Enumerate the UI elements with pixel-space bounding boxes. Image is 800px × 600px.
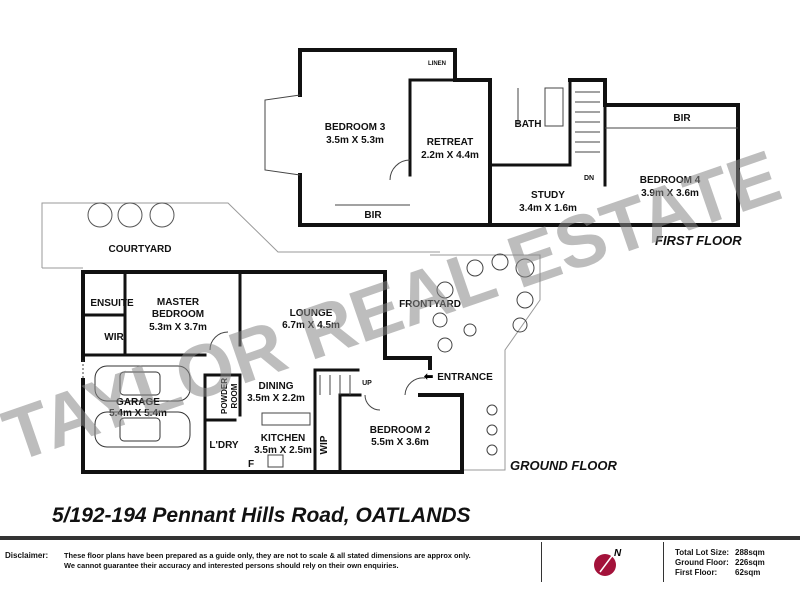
room-master-bedroom-size: 5.3m X 3.7m (149, 322, 207, 333)
footer-divider (0, 536, 800, 540)
room-bedroom-3: BEDROOM 3 (325, 122, 386, 133)
room-master-bedroom-1: MASTER (157, 297, 200, 308)
stairs-down-label: DN (584, 175, 594, 182)
ensuite-label: ENSUITE (90, 298, 134, 309)
room-bath: BATH (514, 119, 541, 130)
courtyard-area: COURTYARD (41, 202, 440, 269)
frontyard-label: FRONTYARD (399, 299, 461, 310)
north-compass-icon: N (594, 548, 622, 576)
room-kitchen-size: 3.5m X 2.5m (254, 445, 312, 456)
disclaimer-line-2: We cannot guarantee their accuracy and i… (64, 561, 399, 570)
room-bedroom-4-size: 3.9m X 3.6m (641, 188, 699, 199)
room-study-size: 3.4m X 1.6m (519, 203, 577, 214)
garage-cars (94, 365, 191, 448)
room-dining: DINING (259, 381, 294, 392)
first-floor-label: FIRST FLOOR (655, 233, 742, 248)
area-value: 62sqm (735, 568, 761, 577)
front-garden (430, 253, 541, 471)
powder-room-label-2: ROOM (230, 383, 239, 408)
north-label: N (614, 548, 622, 559)
powder-room-label-1: POWDER (220, 378, 229, 414)
fridge-label: F (248, 459, 254, 470)
property-address: 5/192-194 Pennant Hills Road, OATLANDS (52, 504, 471, 527)
footer-separator (541, 542, 542, 582)
room-lounge-size: 6.7m X 4.5m (282, 320, 340, 331)
area-label: First Floor: (675, 568, 718, 577)
bir-label-bedroom-3: BIR (364, 210, 382, 221)
room-garage: GARAGE (116, 397, 160, 408)
room-retreat-size: 2.2m X 4.4m (421, 150, 479, 161)
disclaimer-text: These floor plans have been prepared as … (64, 551, 471, 571)
room-garage-size: 5.4m X 5.4m (109, 408, 167, 419)
room-retreat: RETREAT (427, 137, 473, 148)
bir-label-bedroom-4: BIR (673, 113, 691, 124)
area-summary: Total Lot Size: 288sqm Ground Floor: 226sq… (675, 548, 765, 578)
ground-floor-label: GROUND FLOOR (510, 458, 617, 473)
room-bedroom-2: BEDROOM 2 (370, 425, 431, 436)
area-value: 226sqm (735, 558, 765, 567)
laundry-label: L'DRY (209, 440, 239, 451)
footer-separator (663, 542, 664, 582)
entrance-label: ENTRANCE (437, 372, 493, 383)
room-kitchen: KITCHEN (261, 433, 305, 444)
area-label: Total Lot Size: (675, 548, 730, 557)
stairs-up-label: UP (362, 380, 372, 387)
room-study: STUDY (531, 190, 565, 201)
wip-label: WIP (319, 435, 330, 454)
ground-floor-plan: ENSUITE WIR MASTER BEDROOM 5.3m X 3.7m L… (81, 270, 617, 474)
disclaimer-line-1: These floor plans have been prepared as … (64, 551, 471, 560)
linen-label: LINEN (428, 61, 446, 67)
room-bedroom-2-size: 5.5m X 3.6m (371, 437, 429, 448)
area-value: 288sqm (735, 548, 765, 557)
courtyard-label: COURTYARD (109, 244, 172, 255)
room-master-bedroom-2: BEDROOM (152, 309, 204, 320)
first-floor-plan: BEDROOM 3 3.5m X 5.3m RETREAT 2.2m X 4.4… (264, 48, 742, 248)
room-bedroom-3-size: 3.5m X 5.3m (326, 135, 384, 146)
disclaimer-label: Disclaimer: (5, 551, 49, 560)
area-label: Ground Floor: (675, 558, 729, 567)
room-bedroom-4: BEDROOM 4 (640, 175, 701, 186)
wir-label: WIR (104, 332, 124, 343)
entrance-arrow-icon: ⬅ (423, 371, 433, 383)
room-lounge: LOUNGE (290, 308, 333, 319)
room-dining-size: 3.5m X 2.2m (247, 393, 305, 404)
